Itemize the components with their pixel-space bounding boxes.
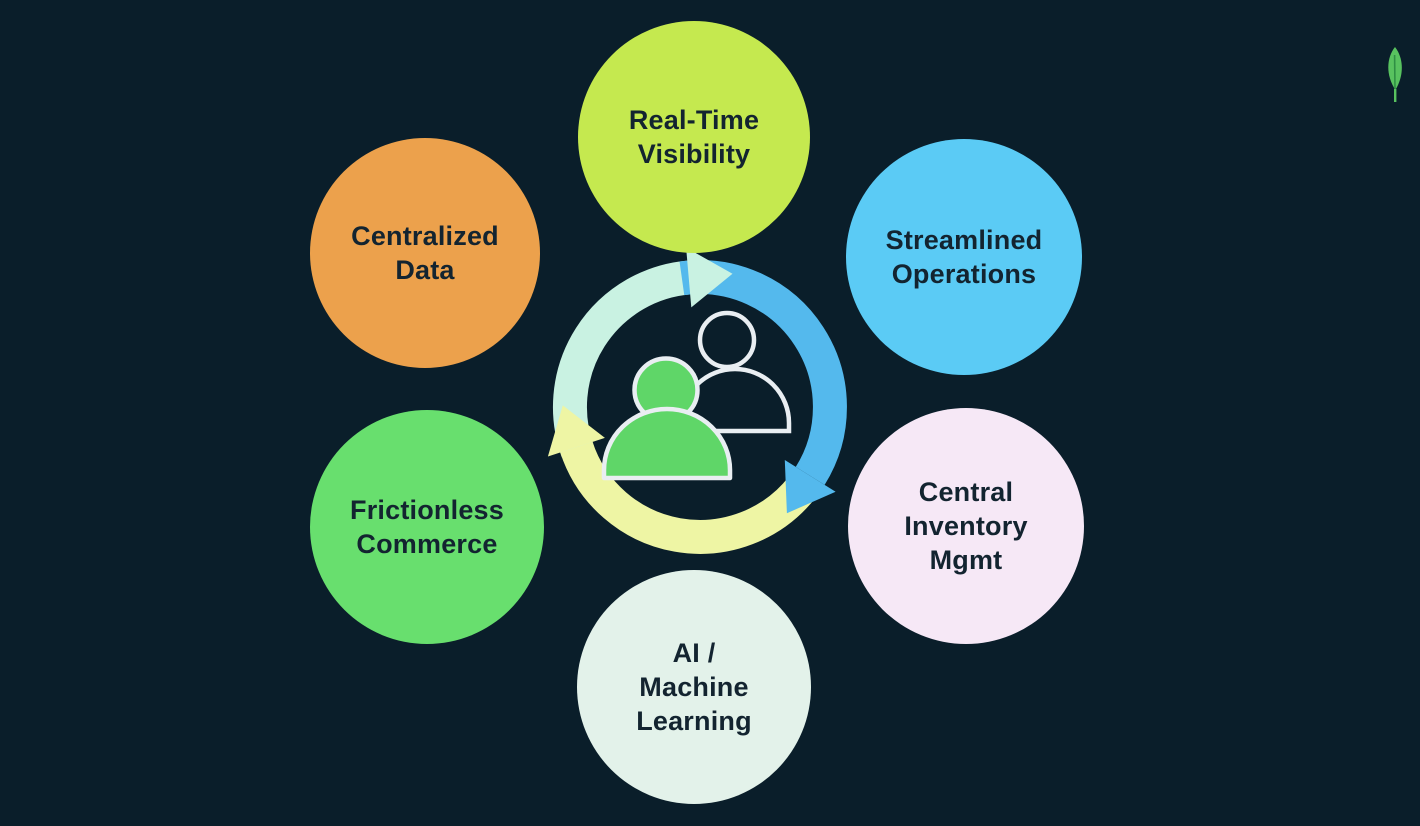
- node-streamlined-operations: Streamlined Operations: [846, 139, 1082, 375]
- mongodb-leaf-icon: [1388, 47, 1402, 102]
- node-real-time-visibility: Real-Time Visibility: [578, 21, 810, 253]
- front-person-body: [601, 406, 733, 481]
- node-label: Real-Time Visibility: [628, 105, 760, 169]
- node-centralized-data: Centralized Data: [310, 138, 540, 368]
- center-cycle-graphic: [547, 247, 847, 554]
- cycle-arrowhead-yellow: [547, 405, 605, 457]
- node-label: Centralized Data: [351, 221, 499, 285]
- node-label: Streamlined Operations: [885, 225, 1043, 289]
- cycle-arc-yellow: [560, 441, 816, 554]
- node-central-inventory-mgmt: Central Inventory Mgmt: [848, 408, 1084, 644]
- node-label: Frictionless Commerce: [350, 495, 504, 559]
- node-frictionless-commerce: Frictionless Commerce: [310, 410, 544, 644]
- back-person-head: [697, 310, 757, 370]
- people-icon: [601, 310, 792, 481]
- node-label: Central Inventory Mgmt: [904, 477, 1028, 575]
- cycle-arrowhead-blue: [784, 460, 836, 514]
- node-ai-machine-learning: AI / Machine Learning: [577, 570, 811, 804]
- node-label: AI / Machine Learning: [636, 638, 752, 736]
- cycle-arrowhead-mint: [686, 247, 733, 308]
